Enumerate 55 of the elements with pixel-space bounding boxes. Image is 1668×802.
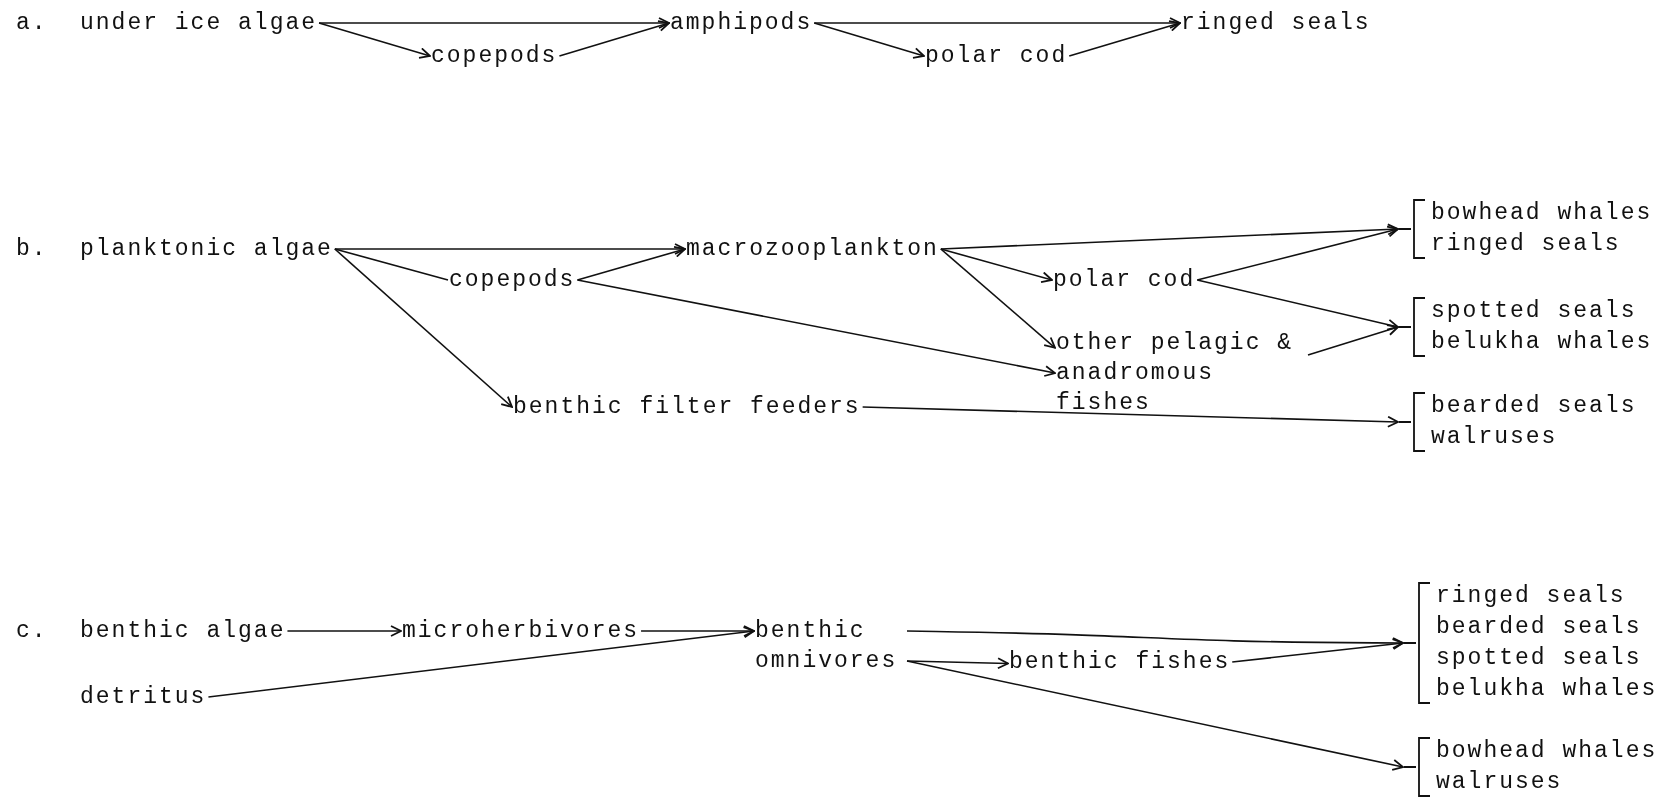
species-label: detritus [80,682,207,712]
arrow [576,246,686,281]
arrow [334,248,513,408]
species-label: spotted seals [1436,644,1643,673]
species-label: spotted seals [1431,297,1638,326]
species-label: copepods [449,265,576,295]
species-label: polar cod [925,41,1068,71]
species-label: walruses [1431,423,1559,452]
arrow [813,17,1181,29]
species-label: walruses [1436,768,1564,797]
species-label: macrozooplankton [686,234,939,264]
species-label: ringed seals [1181,8,1371,38]
species-label: belukha whales [1431,328,1653,357]
panel-label: b. [16,235,48,264]
species-label: amphipods [670,8,813,38]
arrow [318,17,670,29]
species-label: ringed seals [1431,230,1622,259]
arrow [940,248,1056,349]
arrow [640,625,755,637]
arrow [940,223,1399,250]
species-label: copepods [431,41,558,71]
species-label: benthic filter feeders [513,392,861,422]
arrow [906,660,1404,771]
arrow [576,279,1056,377]
arrow [334,243,686,255]
arrow [286,625,402,637]
arrow [906,657,1009,670]
panel-label: a. [16,9,48,38]
arrow [558,20,670,57]
arrow [1231,638,1404,663]
species-label: other pelagic & anadromous fishes [1056,328,1306,418]
species-label: bearded seals [1436,613,1643,642]
arrow [1068,20,1181,57]
arrow [940,248,1053,284]
species-label: microherbivores [402,616,640,646]
species-label: under ice algae [80,8,318,38]
arrow [1307,324,1399,356]
species-label: benthic fishes [1009,647,1231,677]
panel-label: c. [16,617,48,646]
arrow [1196,279,1399,331]
species-label: bowhead whales [1436,737,1658,766]
species-label: belukha whales [1436,675,1658,704]
species-label: polar cod [1053,265,1196,295]
connector-line [334,248,449,281]
species-label: planktonic algae [80,234,333,264]
arrow [318,22,431,59]
arrow [861,406,1399,428]
species-label: benthic algae [80,616,286,646]
species-label: bearded seals [1431,392,1637,421]
species-label: benthic omnivores [755,616,905,676]
species-label: ringed seals [1436,582,1627,611]
arrow [1196,225,1399,281]
arrow [813,22,925,59]
arrow [207,626,755,698]
species-label: bowhead whales [1431,199,1653,228]
